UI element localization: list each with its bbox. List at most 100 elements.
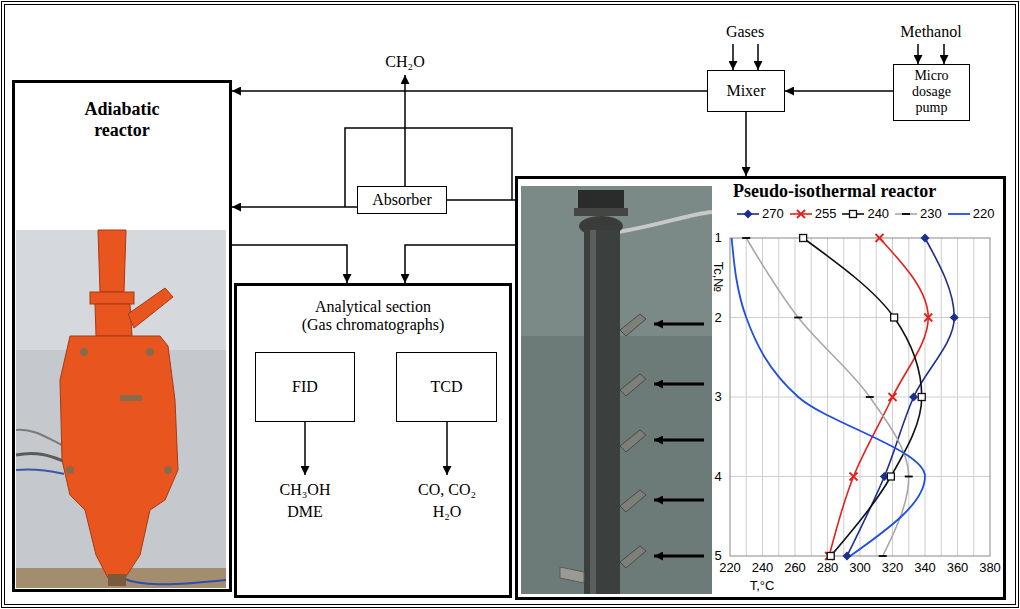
temperature-profile [924, 314, 932, 322]
temperature-profile [829, 238, 928, 556]
temperature-profile [950, 313, 959, 322]
legend-label: 230 [920, 207, 942, 222]
tick-label: 2 [714, 310, 721, 325]
tube-reactor-photo [620, 314, 646, 336]
adiabatic-reactor-photo [16, 469, 64, 474]
box-label: Adiabatic reactor [67, 99, 177, 140]
thermocouple-arrow [654, 323, 704, 326]
adiabatic-reactor-photo [164, 466, 172, 474]
legend-sample [841, 208, 865, 220]
legend-sample [902, 214, 910, 216]
thermocouple-arrow [654, 324, 704, 556]
temperature-profile [847, 238, 954, 556]
adiabatic-reactor-photo [80, 348, 88, 356]
feed-label: Gases [726, 23, 764, 41]
temperature-profile [794, 317, 802, 319]
axis-title: Tc,№ [711, 262, 726, 293]
legend-label: 220 [973, 207, 995, 222]
box-label: Pseudo-isothermal reactor [733, 181, 936, 202]
adiabatic-reactor-photo [66, 466, 74, 474]
legend-sample [797, 210, 805, 218]
process-line [304, 422, 306, 475]
flow-arrow [405, 245, 515, 283]
detector-box: TCD [396, 352, 497, 422]
tube-reactor-photo [620, 374, 646, 396]
tube-reactor-photo [618, 212, 712, 232]
legend-entry: 220 [947, 207, 995, 222]
adiabatic-reactor-photo [16, 230, 226, 588]
process-line [917, 44, 919, 64]
legend-sample [850, 211, 857, 218]
tick-label: 280 [817, 561, 839, 576]
legend-entry: 270 [736, 207, 784, 222]
temperature-profile [921, 234, 930, 243]
tick-label: 300 [849, 561, 871, 576]
legend-label: 240 [867, 207, 889, 222]
legend-sample [736, 208, 760, 220]
temperature-profile [850, 473, 858, 481]
box-label: FID [292, 378, 318, 396]
component-label: CH₃OH [280, 481, 331, 499]
tube-reactor-photo [584, 230, 620, 594]
adiabatic-reactor-photo [60, 336, 178, 578]
flow-arrow [232, 206, 357, 208]
reactor-box: Adiabatic reactor [12, 80, 232, 592]
process-line [446, 422, 448, 475]
box-label: TCD [431, 378, 463, 396]
legend-sample [894, 208, 918, 220]
legend-sample [947, 208, 971, 220]
absorber-box: Absorber [357, 186, 447, 214]
legend-sample [948, 214, 970, 216]
adiabatic-reactor-photo [146, 348, 154, 356]
tube-reactor-photo [590, 230, 596, 594]
chart-grid [730, 238, 990, 556]
temperature-profile [876, 234, 884, 242]
legend-label: 270 [762, 207, 784, 222]
adiabatic-reactor-photo [16, 230, 226, 350]
flow-arrow [232, 245, 347, 283]
reactor-box: Pseudo-isothermal reactor [515, 176, 1006, 600]
temperature-profile [909, 393, 918, 402]
product-label: CH₂O [385, 53, 424, 71]
tube-reactor-photo [521, 186, 712, 594]
tick-label: 320 [882, 561, 904, 576]
thermocouple-arrow [654, 499, 704, 502]
analysis-box: Analytical section (Gas chromatographs)F… [234, 283, 512, 598]
tick-label: 4 [714, 469, 721, 484]
legend-sample [789, 208, 813, 220]
chart-legend: 270 255 240 230 220 [736, 207, 1000, 222]
temperature-profile [746, 238, 909, 556]
tick-label: 3 [714, 390, 721, 405]
box-label: Mixer [726, 82, 765, 100]
temperature-profile [866, 396, 874, 398]
temperature-profile [742, 237, 750, 239]
legend-sample [895, 214, 917, 216]
legend-sample [744, 210, 753, 219]
temperature-profile [732, 234, 959, 561]
legend-label: 255 [815, 207, 837, 222]
tick-label: 360 [947, 561, 969, 576]
temperature-profile [879, 555, 887, 557]
legend-entry: 230 [894, 207, 942, 222]
thermocouple-arrow [654, 439, 704, 442]
tick-label: 220 [719, 561, 741, 576]
tube-reactor-photo [620, 490, 646, 512]
process-line [732, 44, 734, 70]
mixer-box: Mixer [707, 70, 785, 112]
adiabatic-reactor-photo [128, 288, 173, 328]
tick-label: 1 [714, 231, 721, 246]
process-line [305, 44, 944, 475]
temperature-profile [800, 235, 807, 242]
adiabatic-reactor-photo [122, 578, 226, 584]
tube-reactor-photo [574, 208, 628, 216]
tube-reactor-photo [620, 546, 646, 568]
adiabatic-reactor-photo [98, 230, 126, 292]
flow-arrow [745, 112, 747, 176]
legend-entry: 240 [841, 207, 889, 222]
component-label: H₂O [433, 503, 462, 521]
adiabatic-reactor-photo [120, 395, 142, 401]
